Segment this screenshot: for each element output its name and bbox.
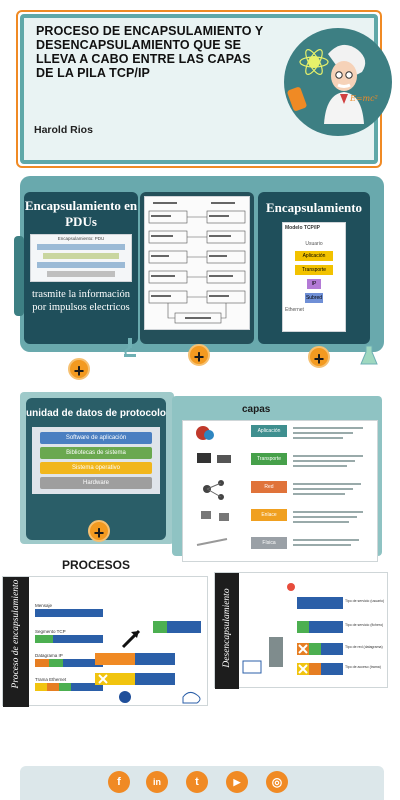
layer-transporte: Transporte xyxy=(295,265,333,275)
layer-row: Red xyxy=(251,481,287,493)
decapsulation-process-figure: Desencapsulamiento Tipo de servicio (usu… xyxy=(214,572,388,689)
decapsulation-diagram xyxy=(242,583,343,675)
label-segmento: Segmento TCP xyxy=(35,629,66,634)
twitter-icon[interactable]: t xyxy=(186,771,208,793)
layer-ip: IP xyxy=(307,279,321,289)
footer-ethernet: Ethernet xyxy=(285,307,304,313)
process-flow-diagram xyxy=(95,621,201,704)
expand-button[interactable]: + xyxy=(308,346,330,369)
expand-button[interactable]: + xyxy=(68,358,90,381)
layer-usuario: Usuario xyxy=(305,241,323,247)
right-label: Tipo de servicio (fichero) xyxy=(345,623,384,627)
label-mensaje: Mensaje xyxy=(35,603,53,608)
pdu-figure: Encapsulamiento: PDU xyxy=(30,234,132,282)
card-title: Encapsulamiento xyxy=(265,200,363,215)
figure-label: Modelo TCP/IP xyxy=(285,225,320,231)
facebook-icon[interactable]: f xyxy=(108,771,130,793)
layer-row: Aplicación xyxy=(251,425,287,437)
right-label: Tipo de red (datagrama) xyxy=(345,645,383,649)
pdu-card: unidad de datos de protocolo Software de… xyxy=(26,398,166,540)
card-encapsulamiento-pdu: Encapsulamiento en PDUs Encapsulamiento:… xyxy=(24,192,138,344)
expand-button[interactable]: + xyxy=(88,520,110,543)
stack-layer: Sistema operativo xyxy=(40,462,152,474)
expand-button[interactable]: + xyxy=(188,344,210,367)
pdu-figure-caption: Encapsulamiento: PDU xyxy=(57,236,105,241)
card-layers-diagram xyxy=(140,192,254,344)
linkedin-icon[interactable]: in xyxy=(146,771,168,793)
layers-flow-figure xyxy=(144,196,250,330)
page-title: PROCESO DE ENCAPSULAMIENTO Y DESENCAPSUL… xyxy=(36,24,264,80)
layer-aplicacion: Aplicación xyxy=(295,251,333,261)
layer-row: Física xyxy=(251,537,287,549)
band-left-tab xyxy=(14,236,24,316)
layer-row: Enlace xyxy=(251,509,287,521)
layer-row: Transporte xyxy=(251,453,287,465)
layers-figure: Aplicación Transporte Red Enlace Física xyxy=(182,420,378,562)
layers-panel-title: capas xyxy=(242,404,271,415)
tcpip-model-figure: Modelo TCP/IP Usuario Aplicación Transpo… xyxy=(282,222,346,332)
card-title: Encapsulamiento en PDUs xyxy=(24,198,138,229)
scientist-illustration-icon xyxy=(287,44,366,124)
youtube-icon[interactable]: ▶ xyxy=(226,771,248,793)
flask-icon xyxy=(360,344,378,366)
stack-layer: Software de aplicación xyxy=(40,432,152,444)
pdu-card-title: unidad de datos de protocolo xyxy=(26,408,166,419)
right-label: Tipo de acceso (trama) xyxy=(345,665,381,669)
microscope-icon xyxy=(122,336,138,358)
layer-subred: Subred xyxy=(305,293,323,303)
label-datagrama: Datagrama IP xyxy=(35,653,63,658)
card-text: trasmite la información por impulsos ele… xyxy=(32,289,130,313)
formula-text: E=mc² xyxy=(350,94,378,103)
procesos-title: PROCESOS xyxy=(62,558,131,572)
pdu-stack-figure: Software de aplicación Bibliotecas de si… xyxy=(32,427,160,494)
label-trama: Trama Ethernet xyxy=(35,677,67,682)
card-encapsulamiento-tcpip: Encapsulamiento Modelo TCP/IP Usuario Ap… xyxy=(258,192,370,344)
stack-layer: Bibliotecas de sistema xyxy=(40,447,152,459)
encapsulation-process-figure: Proceso de encapsulamiento Mensaje Segme… xyxy=(2,576,208,707)
stack-layer: Hardware xyxy=(40,477,152,489)
layer-descriptions xyxy=(293,427,363,546)
network-devices-icon xyxy=(196,426,231,546)
side-title: Proceso de encapsulamiento xyxy=(11,579,21,689)
avatar xyxy=(284,28,392,136)
side-title: Desencapsulamiento xyxy=(222,588,232,668)
instagram-icon[interactable]: ◎ xyxy=(266,771,288,793)
author-name: Harold Rios xyxy=(34,124,93,136)
right-label: Tipo de servicio (usuario) xyxy=(345,599,385,603)
